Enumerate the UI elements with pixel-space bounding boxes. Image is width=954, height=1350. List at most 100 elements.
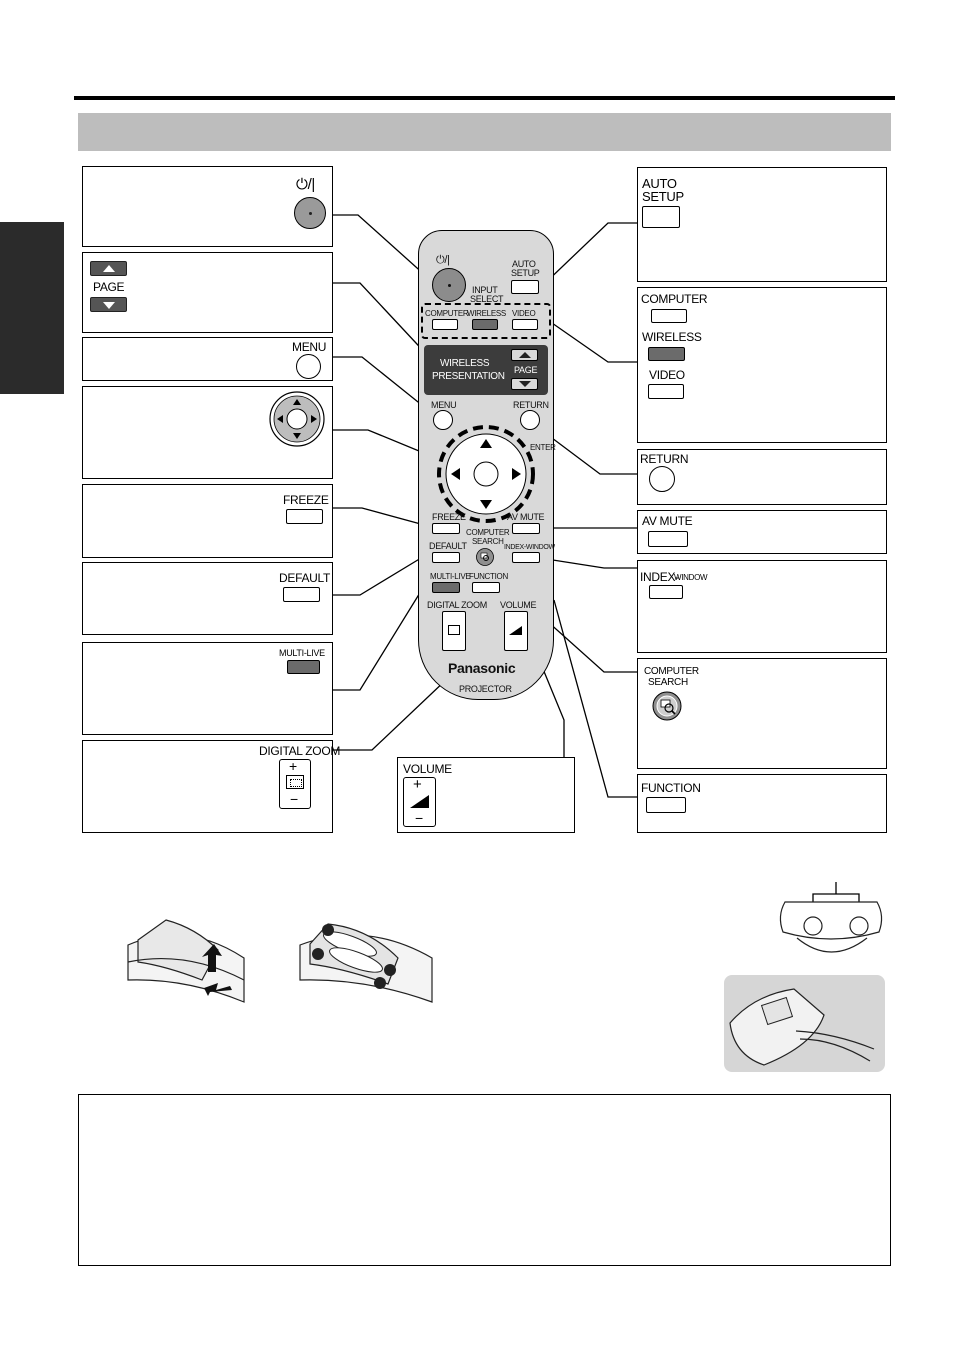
remote-function-button[interactable]	[472, 582, 500, 593]
power-led-icon	[309, 212, 312, 215]
remote-menu-label: MENU	[431, 400, 457, 410]
power-symbol-label: ⏻/|	[296, 176, 316, 193]
arrow-pad-icon[interactable]	[269, 391, 325, 447]
freeze-button[interactable]	[286, 509, 323, 524]
callout-page: PAGE	[82, 252, 333, 333]
remote-return-label: RETURN	[513, 400, 549, 410]
av-mute-label: AV MUTE	[642, 514, 693, 528]
power-button[interactable]	[294, 197, 326, 229]
remote-auto-setup-button[interactable]	[511, 280, 539, 294]
remote-computer-label: COMPUTER	[425, 309, 469, 318]
remote-freeze-button[interactable]	[432, 523, 460, 534]
remote-product-label: PROJECTOR	[459, 684, 512, 694]
projector-front-illustration	[779, 882, 883, 953]
remote-video-label: VIDEO	[512, 309, 536, 318]
remote-power-button[interactable]	[432, 268, 466, 302]
top-rule	[74, 96, 895, 100]
remote-index-button[interactable]	[512, 552, 540, 563]
callout-av-mute: AV MUTE	[637, 510, 887, 554]
remote-cs-label-2: SEARCH	[472, 537, 504, 546]
zoom-plus-label: +	[289, 758, 298, 774]
notes-box	[78, 1094, 891, 1266]
remote-volume-rocker[interactable]	[504, 611, 528, 651]
multi-live-button[interactable]	[287, 660, 320, 674]
menu-button[interactable]	[296, 354, 321, 379]
callout-function: FUNCTION	[637, 774, 887, 833]
callout-freeze: FREEZE	[82, 484, 333, 558]
remote-wp-label-1: WIRELESS	[440, 358, 490, 369]
remote-computer-button[interactable]	[432, 319, 458, 330]
battery-cover-illustration	[127, 919, 245, 1003]
return-label: RETURN	[640, 452, 689, 466]
auto-setup-label-1: AUTO	[642, 176, 677, 191]
remote-function-label: FUNCTION	[469, 572, 508, 581]
side-tab	[0, 222, 64, 394]
return-button[interactable]	[649, 466, 675, 492]
zoom-frame-icon	[286, 775, 304, 789]
remote-input-label-2: SELECT	[470, 294, 504, 304]
remote-menu-button[interactable]	[433, 410, 453, 430]
callout-auto-setup: AUTO SETUP	[637, 167, 887, 282]
volume-label: VOLUME	[403, 762, 452, 776]
remote-default-button[interactable]	[432, 552, 460, 563]
digital-zoom-rocker[interactable]: + −	[279, 758, 311, 809]
arrow-down-icon	[103, 302, 115, 309]
remote-page-up-button[interactable]	[511, 349, 538, 361]
volume-minus-label: −	[415, 810, 424, 826]
remote-detail-panel	[724, 975, 885, 1072]
remote-multi-live-label: MULTI-LIVE	[430, 572, 471, 581]
remote-computer-search-icon[interactable]	[476, 548, 494, 566]
remote-freeze-label: FREEZE	[432, 512, 466, 522]
section-header-bar	[78, 113, 891, 151]
remote-detail-illustration	[729, 988, 875, 1066]
index-window-button[interactable]	[649, 585, 683, 599]
wireless-button[interactable]	[648, 347, 685, 361]
page-down-button[interactable]	[90, 297, 127, 312]
volume-wedge-icon	[410, 795, 429, 808]
video-label: VIDEO	[649, 368, 685, 382]
callout-arrows	[82, 386, 333, 479]
function-label: FUNCTION	[641, 781, 701, 795]
zoom-minus-label: −	[290, 791, 299, 807]
callout-volume: VOLUME + −	[397, 757, 575, 833]
remote-power-label: ⏻/|	[436, 254, 450, 266]
page-up-button[interactable]	[90, 261, 127, 276]
remote-av-mute-button[interactable]	[512, 523, 540, 534]
default-button[interactable]	[283, 587, 320, 602]
remote-auto-setup-label-2: SETUP	[511, 268, 540, 278]
page-label: PAGE	[93, 280, 125, 294]
remote-cs-label-1: COMPUTER	[466, 528, 510, 537]
video-button[interactable]	[648, 384, 684, 399]
index-label: INDEX-	[640, 570, 679, 584]
remote-brand-label: Panasonic	[448, 660, 516, 676]
wireless-label: WIRELESS	[642, 330, 702, 344]
computer-search-icon[interactable]	[652, 691, 682, 721]
remote-wireless-button[interactable]	[472, 319, 498, 330]
remote-arrow-pad-icon[interactable]	[436, 424, 536, 524]
remote-return-button[interactable]	[520, 410, 540, 430]
av-mute-button[interactable]	[648, 531, 688, 547]
remote-video-button[interactable]	[512, 319, 538, 330]
remote-enter-label: ENTER	[530, 443, 556, 452]
computer-search-label-2: SEARCH	[648, 677, 688, 688]
computer-label: COMPUTER	[641, 292, 708, 306]
multi-live-label: MULTI-LIVE	[279, 648, 325, 658]
auto-setup-button[interactable]	[642, 206, 680, 228]
input-select-group	[421, 303, 551, 339]
volume-rocker[interactable]: + −	[403, 776, 436, 827]
remote-multi-live-button[interactable]	[432, 582, 460, 593]
remote-digital-zoom-rocker[interactable]	[442, 611, 466, 651]
computer-button[interactable]	[651, 309, 687, 323]
auto-setup-label-2: SETUP	[642, 189, 684, 204]
callout-power: ⏻/|	[82, 166, 333, 247]
callout-multi-live: MULTI-LIVE	[82, 642, 333, 735]
menu-label: MENU	[292, 340, 327, 354]
remote-page-down-button[interactable]	[511, 378, 538, 390]
battery-insert-illustration	[299, 923, 433, 1003]
callout-digital-zoom: DIGITAL ZOOM + −	[82, 740, 340, 833]
remote-input-label-1: INPUT	[472, 285, 498, 295]
digital-zoom-label: DIGITAL ZOOM	[259, 744, 341, 758]
function-button[interactable]	[646, 797, 686, 813]
remote-index-label: INDEX-WINDOW	[504, 544, 555, 551]
